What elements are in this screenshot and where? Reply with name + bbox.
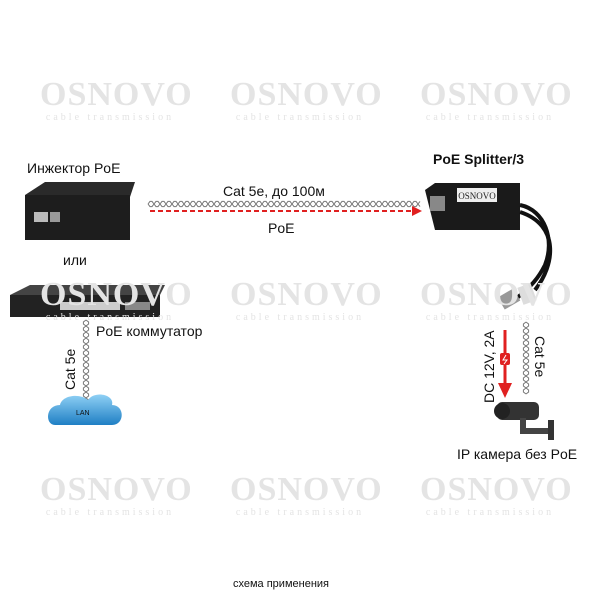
cat5e-cable-left bbox=[82, 319, 90, 401]
camera-label: IP камера без PoE bbox=[457, 446, 578, 462]
cable-length-label: Cat 5e, до 100м bbox=[223, 183, 325, 199]
cat5e-right-label: Cat 5e bbox=[532, 336, 548, 378]
poe-injector-icon bbox=[25, 182, 135, 240]
dc-label: DC 12V, 2A bbox=[481, 330, 497, 403]
cat5e-left-label: Cat 5e bbox=[62, 348, 78, 390]
caption: схема применения bbox=[233, 578, 329, 590]
lan-label: LAN bbox=[76, 410, 90, 417]
poe-splitter-icon: OSNOVO bbox=[425, 183, 553, 310]
poe-switch-icon bbox=[10, 285, 165, 317]
cat5e-cable-top bbox=[147, 200, 422, 216]
lan-cloud-icon bbox=[48, 394, 122, 425]
splitter-label: PoE Splitter/3 bbox=[433, 151, 525, 167]
or-label: или bbox=[63, 252, 87, 268]
splitter-brand: OSNOVO bbox=[458, 191, 496, 201]
ip-camera-icon bbox=[494, 402, 554, 440]
poe-label: PoE bbox=[268, 220, 295, 236]
injector-label: Инжектор PoE bbox=[27, 160, 121, 176]
dc-power-arrow bbox=[498, 330, 512, 398]
switch-label: PoE коммутатор bbox=[96, 323, 203, 339]
